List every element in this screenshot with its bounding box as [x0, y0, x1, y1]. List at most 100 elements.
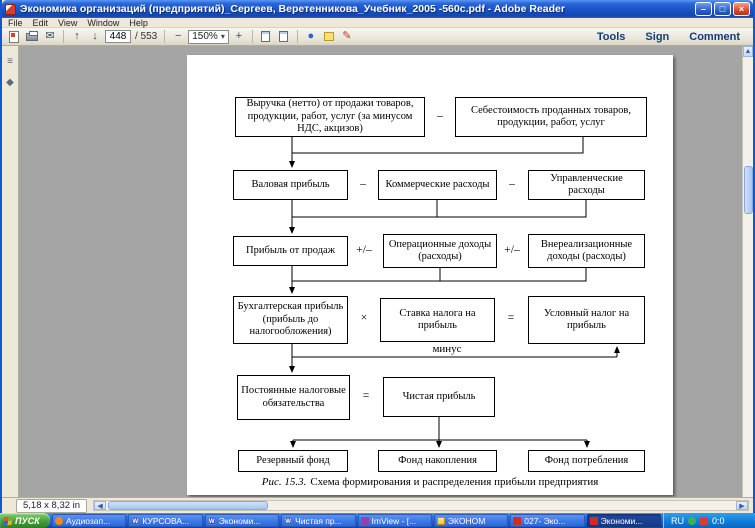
- printer-icon: [26, 30, 38, 41]
- taskbar-item-ekonom-folder[interactable]: ЭКОНОМ: [433, 514, 509, 527]
- op-minus-2: –: [360, 178, 366, 190]
- scroll-right-button[interactable]: ▶: [736, 501, 748, 510]
- bookmarks-panel-icon[interactable]: ≡: [7, 56, 13, 67]
- vertical-scrollbar-thumb[interactable]: [744, 166, 753, 214]
- audio-recorder-icon: [55, 516, 63, 525]
- taskbar-item-027-eko[interactable]: 027- Эко...: [510, 514, 585, 527]
- plus-icon: +: [235, 30, 243, 42]
- start-button[interactable]: ПУСК: [0, 513, 50, 528]
- pdf-document-icon: [513, 516, 522, 525]
- op-minus-1: –: [437, 110, 443, 122]
- box-admin-expenses: Управленческие расходы: [528, 170, 645, 200]
- flowchart-connectors: [289, 137, 620, 448]
- op-times: ×: [360, 312, 368, 324]
- page-size-indicator: 5,18 x 8,32 in: [16, 498, 88, 513]
- menu-help[interactable]: Help: [129, 17, 148, 28]
- menu-edit[interactable]: Edit: [32, 17, 49, 28]
- clock: 0:0: [712, 515, 725, 526]
- adobe-reader-window: Экономика организаций (предприятий)_Серг…: [0, 0, 755, 513]
- tools-panel-button[interactable]: Tools: [596, 30, 626, 43]
- pdf-page: Выручка (нетто) от продажи товаров, прод…: [187, 55, 673, 495]
- tray-alert-icon[interactable]: [700, 516, 708, 525]
- toolbar-separator: [164, 30, 166, 43]
- menu-window[interactable]: Window: [87, 17, 120, 28]
- box-operating-income: Операционные доходы (расходы): [383, 234, 497, 268]
- email-icon: ✉: [45, 30, 55, 42]
- up-arrow-icon: ↑: [74, 30, 80, 42]
- taskbar-item-imview[interactable]: ImView - [...: [357, 514, 432, 527]
- hand-tool-button[interactable]: ●: [303, 29, 319, 44]
- scroll-left-button[interactable]: ◀: [94, 501, 107, 510]
- minimize-button[interactable]: –: [695, 2, 712, 16]
- word-document-icon: W: [131, 516, 140, 525]
- figure-caption-text: Схема формирования и распределения прибы…: [310, 476, 599, 488]
- figure-caption: Рис. 15.3.Схема формирования и распредел…: [187, 476, 673, 488]
- adobe-reader-app-icon: [5, 3, 16, 15]
- op-plusminus-1: +/–: [356, 244, 372, 256]
- horizontal-scrollbar[interactable]: ◀ ▶: [93, 500, 749, 511]
- comment-panel-button[interactable]: Comment: [689, 30, 740, 43]
- attachments-panel-icon[interactable]: ◆: [6, 77, 14, 88]
- toolbar-separator: [63, 30, 64, 43]
- zoom-level-select[interactable]: 150% ▾: [188, 29, 229, 44]
- menu-view[interactable]: View: [58, 17, 78, 28]
- op-minus-3: –: [509, 178, 515, 190]
- email-button[interactable]: ✉: [42, 29, 58, 44]
- pen-icon: ✎: [342, 30, 352, 42]
- box-sales-profit: Прибыль от продаж: [233, 236, 348, 266]
- next-page-button[interactable]: ↓: [87, 29, 103, 44]
- taskbar-item-chistaya-pribyl[interactable]: W Чистая пр...: [281, 514, 356, 527]
- zoom-in-button[interactable]: +: [231, 29, 247, 44]
- taskbar-item-ekonomika-doc[interactable]: W Экономи...: [204, 514, 280, 527]
- box-conditional-tax: Условный налог на прибыль: [528, 296, 645, 344]
- box-tax-rate: Ставка налога на прибыль: [380, 298, 495, 342]
- add-sticky-note-button[interactable]: [321, 29, 337, 44]
- box-commercial-expenses: Коммерческие расходы: [378, 170, 497, 200]
- taskbar-item-ekonomika-pdf-active[interactable]: Экономи...: [586, 514, 661, 527]
- language-indicator[interactable]: RU: [671, 515, 684, 526]
- sign-panel-button[interactable]: Sign: [645, 30, 670, 43]
- toolbar: ✉ ↑ ↓ / 553 − 150% ▾ + ● ✎ Tools Sign Co…: [2, 28, 753, 46]
- taskbar-item-kursovaya[interactable]: W КУРСОВА...: [128, 514, 203, 527]
- print-button[interactable]: [24, 29, 40, 44]
- minus-label: минус: [432, 343, 462, 355]
- scrolling-mode-button[interactable]: [276, 29, 292, 44]
- vertical-scrollbar[interactable]: ▲: [742, 46, 753, 497]
- close-button[interactable]: ×: [733, 2, 750, 16]
- open-file-button[interactable]: [6, 29, 22, 44]
- system-tray: RU 0:0: [663, 513, 755, 528]
- box-accumulation-fund: Фонд накопления: [378, 450, 497, 472]
- box-net-profit: Чистая прибыль: [383, 377, 495, 417]
- op-equals-2: =: [362, 390, 370, 402]
- minus-icon: −: [175, 30, 182, 42]
- previous-page-button[interactable]: ↑: [69, 29, 85, 44]
- tray-status-icon[interactable]: [688, 516, 696, 525]
- status-bar: 5,18 x 8,32 in ◀ ▶: [2, 497, 753, 513]
- hand-tool-icon: ●: [307, 30, 315, 42]
- windows-logo-icon: [3, 516, 13, 525]
- page-number-input[interactable]: [105, 30, 131, 43]
- figure-caption-label: Рис. 15.3.: [261, 476, 307, 488]
- window-title: Экономика организаций (предприятий)_Серг…: [20, 3, 565, 15]
- taskbar-buttons: Аудиозап... W КУРСОВА... W Экономи... W …: [50, 513, 663, 528]
- horizontal-scrollbar-thumb[interactable]: [108, 501, 269, 510]
- zoom-out-button[interactable]: −: [170, 29, 186, 44]
- folder-icon: [436, 516, 445, 525]
- toolbar-separator: [251, 30, 253, 43]
- word-document-icon: W: [207, 516, 216, 525]
- menu-file[interactable]: File: [8, 17, 23, 28]
- scroll-up-button[interactable]: ▲: [743, 46, 753, 57]
- taskbar: ПУСК Аудиозап... W КУРСОВА... W Экономи.…: [0, 513, 755, 528]
- page-count-label: / 553: [135, 31, 158, 42]
- page-view-mode-button[interactable]: [258, 29, 274, 44]
- taskbar-item-audio[interactable]: Аудиозап...: [52, 514, 127, 527]
- down-arrow-icon: ↓: [92, 30, 98, 42]
- box-nonoperating-income: Внереализационные доходы (расходы): [528, 234, 645, 268]
- document-area[interactable]: Выручка (нетто) от продажи товаров, прод…: [19, 46, 742, 497]
- single-page-icon: [261, 31, 271, 42]
- box-revenue: Выручка (нетто) от продажи товаров, прод…: [235, 97, 425, 137]
- maximize-button[interactable]: □: [714, 2, 731, 16]
- start-button-label: ПУСК: [15, 515, 40, 526]
- highlight-text-button[interactable]: ✎: [339, 29, 355, 44]
